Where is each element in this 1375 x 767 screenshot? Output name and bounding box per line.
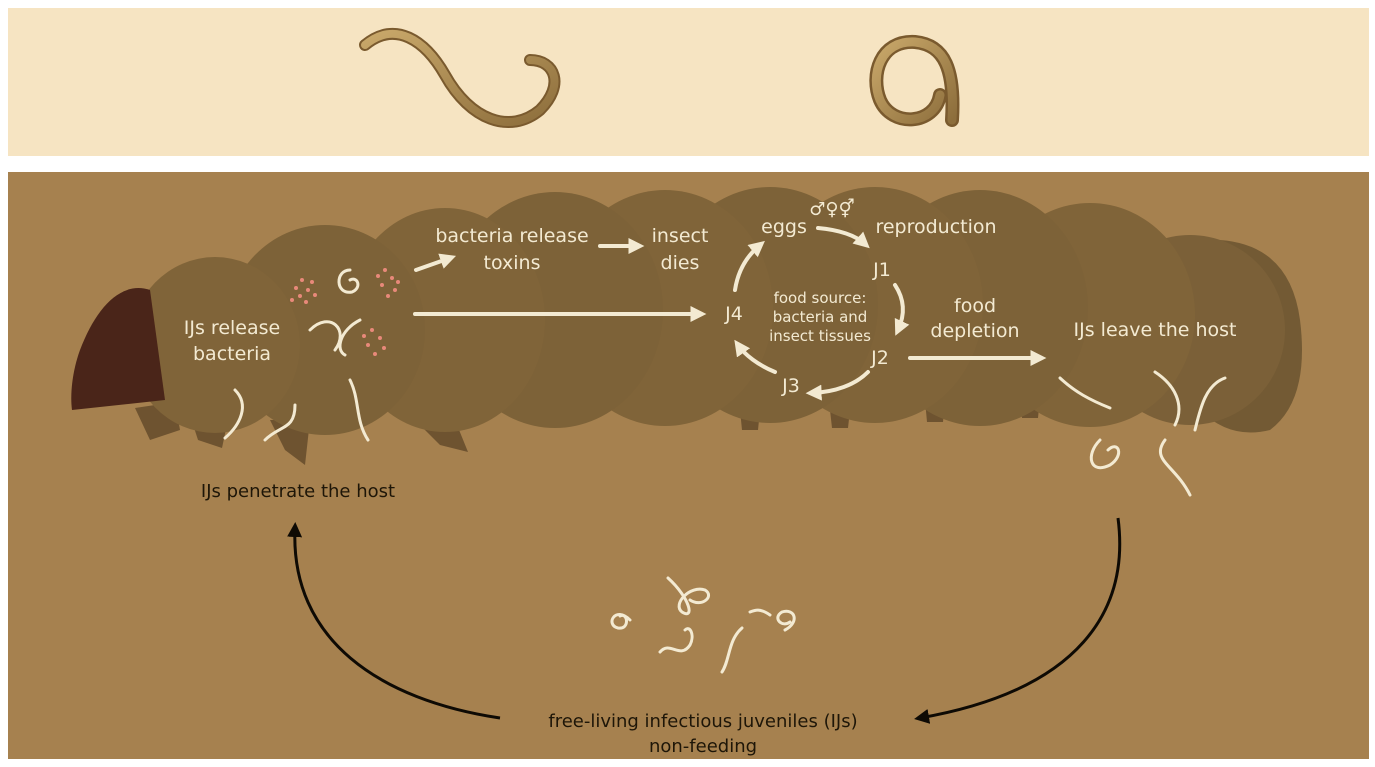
label-sex-symbols: ♂♀⚥: [809, 198, 855, 220]
label-free-living-ijs-1: free-living infectious juveniles (IJs): [548, 711, 857, 732]
label-free-living-ijs-2: non-feeding: [649, 736, 757, 757]
label-reproduction: reproduction: [875, 216, 996, 238]
label-eggs: eggs: [761, 216, 807, 238]
label-j1: J1: [872, 259, 891, 281]
label-j4: J4: [724, 303, 743, 325]
label-bacteria-release-toxins-2: toxins: [484, 252, 541, 274]
label-food-depletion-2: depletion: [930, 320, 1019, 342]
flow-arrows-dark: [295, 518, 1120, 718]
label-food-depletion-1: food: [954, 295, 996, 317]
label-food-source-2: bacteria and: [773, 308, 868, 326]
label-bacteria-release-toxins-1: bacteria release: [435, 225, 588, 247]
free-living-nematodes: [612, 578, 794, 672]
label-insect-dies-2: dies: [661, 252, 700, 274]
label-ijs-penetrate-host: IJs penetrate the host: [201, 481, 395, 502]
label-j3: J3: [781, 375, 800, 397]
label-ijs-leave-host: IJs leave the host: [1074, 319, 1237, 341]
label-food-source-1: food source:: [774, 289, 867, 307]
label-ijs-release-bacteria-1: IJs release: [184, 317, 280, 339]
label-food-source-3: insect tissues: [769, 327, 871, 345]
label-insect-dies-1: insect: [652, 225, 709, 247]
larva-head: [71, 288, 165, 410]
nematode-photo-right: [876, 42, 952, 120]
label-j2: J2: [870, 347, 889, 369]
label-ijs-release-bacteria-2: bacteria: [193, 343, 271, 365]
nematode-photo-left: [365, 34, 554, 122]
